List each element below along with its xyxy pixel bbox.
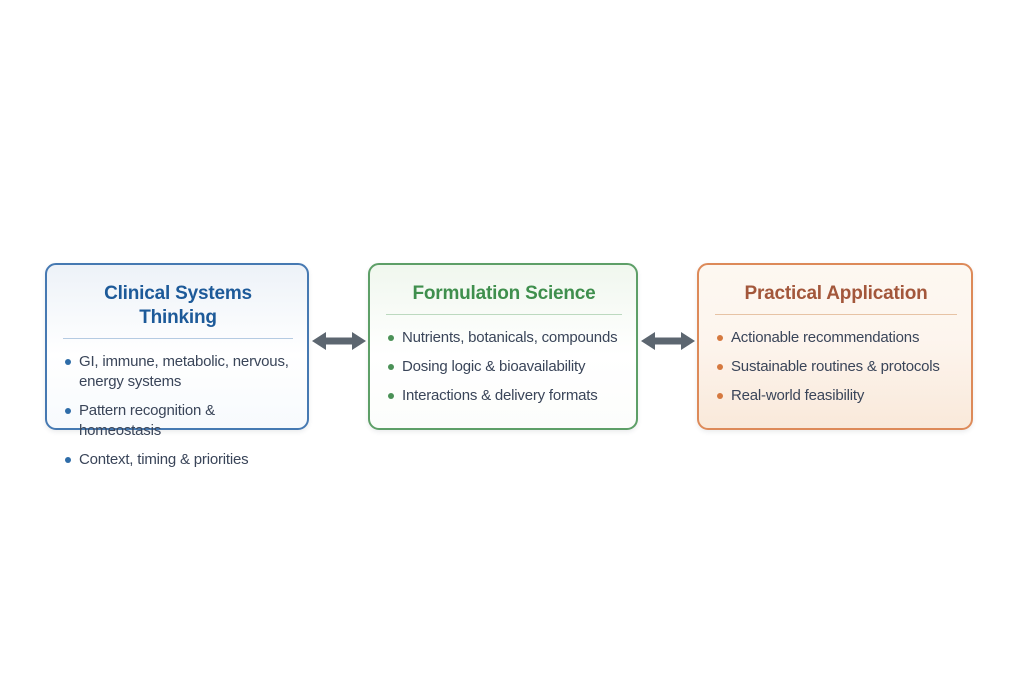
card-clinical-systems-thinking: Clinical Systems Thinking GI, immune, me…: [45, 263, 309, 468]
list-item: GI, immune, metabolic, nervous, energy s…: [65, 352, 293, 392]
card-formulation-science: Formulation Science Nutrients, botanical…: [368, 263, 638, 430]
double-headed-arrow-icon: [640, 332, 695, 350]
bidirectional-connector: [638, 263, 697, 352]
bullet-dot-icon: [717, 393, 723, 399]
card-title-practical-application: Practical Application: [715, 282, 957, 315]
list-item: Sustainable routines & protocols: [717, 357, 957, 377]
list-item: Actionable recommendations: [717, 328, 957, 348]
list-item: Context, timing & priorities: [65, 450, 293, 470]
bullet-text: Interactions & delivery formats: [402, 387, 598, 404]
bullet-text: Sustainable routines & protocols: [731, 358, 940, 375]
card-title-formulation-science: Formulation Science: [386, 282, 622, 315]
bullet-text: Pattern recognition & homeostasis: [79, 402, 215, 439]
list-item: Interactions & delivery formats: [388, 386, 622, 406]
bullet-text: Real-world feasibility: [731, 387, 865, 404]
three-box-flow-diagram: Clinical Systems Thinking GI, immune, me…: [45, 263, 973, 468]
bullet-dot-icon: [388, 364, 394, 370]
list-item: Dosing logic & bioavailability: [388, 357, 622, 377]
bullet-dot-icon: [65, 359, 71, 365]
bullet-list: Actionable recommendations Sustainable r…: [715, 328, 957, 406]
list-item: Nutrients, botanicals, compounds: [388, 328, 622, 348]
bullet-dot-icon: [65, 408, 71, 414]
bullet-dot-icon: [388, 335, 394, 341]
bullet-text: Dosing logic & bioavailability: [402, 358, 586, 375]
bullet-dot-icon: [717, 335, 723, 341]
bullet-text: Nutrients, botanicals, compounds: [402, 329, 618, 346]
bullet-list: Nutrients, botanicals, compounds Dosing …: [386, 328, 622, 406]
card-practical-application: Practical Application Actionable recomme…: [697, 263, 973, 430]
bullet-text: GI, immune, metabolic, nervous, energy s…: [79, 353, 289, 390]
bidirectional-connector: [309, 263, 368, 352]
bullet-dot-icon: [717, 364, 723, 370]
double-headed-arrow-icon: [311, 332, 366, 350]
list-item: Pattern recognition & homeostasis: [65, 401, 293, 441]
bullet-text: Actionable recommendations: [731, 329, 920, 346]
list-item: Real-world feasibility: [717, 386, 957, 406]
bullet-list: GI, immune, metabolic, nervous, energy s…: [63, 352, 293, 470]
bullet-text: Context, timing & priorities: [79, 451, 249, 468]
bullet-dot-icon: [388, 393, 394, 399]
bullet-dot-icon: [65, 457, 71, 463]
card-title-clinical-systems-thinking: Clinical Systems Thinking: [63, 282, 293, 339]
